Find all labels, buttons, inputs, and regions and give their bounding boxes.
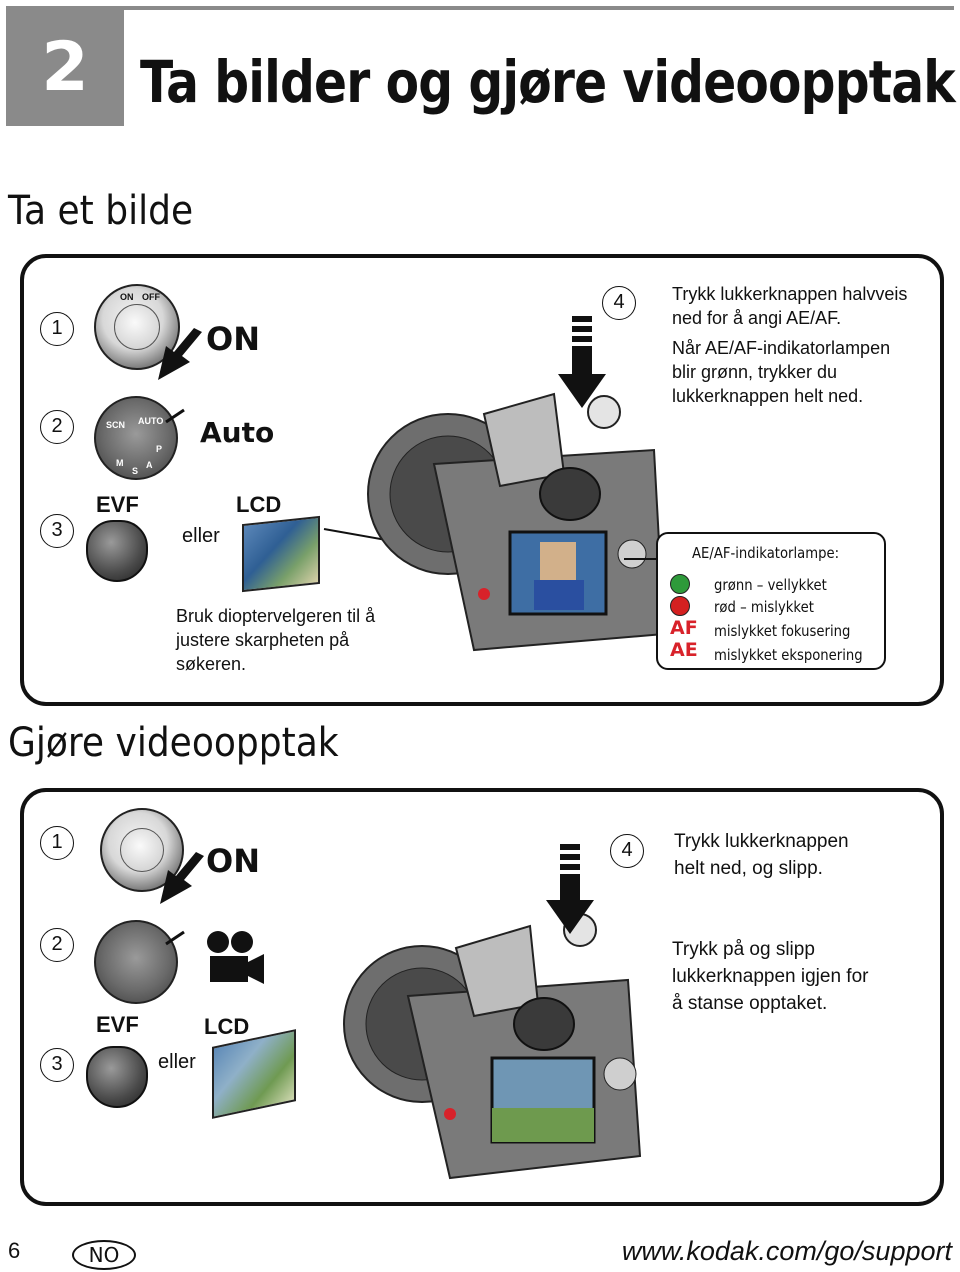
video-step-4-line-2: helt ned, og slipp. <box>674 858 823 879</box>
video-lcd-label: LCD <box>204 1014 250 1039</box>
photo-steps-panel: 1 ON OFF ON 2 AUTO SCN P A S M Auto 3 EV… <box>20 254 944 706</box>
video-step-4-stop-line-1: Trykk på og slipp <box>672 939 815 960</box>
video-evf-eyepiece-icon <box>86 1046 148 1108</box>
evf-label: EVF <box>96 492 139 517</box>
diopter-note-line-1: Bruk dioptervelgeren til å <box>176 606 376 626</box>
step-2-auto-label: Auto <box>200 416 275 449</box>
press-arrow-icon <box>558 316 606 408</box>
video-camera-back-illustration <box>343 913 642 1180</box>
dial-pointer-icon <box>165 408 185 424</box>
video-steps-panel: 1 ON 2 3 EVF eller LCD <box>20 788 944 1206</box>
ae-af-legend: AE/AF-indikatorlampe: grønn – vellykket … <box>656 532 886 670</box>
or-label: eller <box>182 525 220 547</box>
step-4-text: Trykk lukkerknappen halvveis ned for å a… <box>672 282 907 408</box>
rotate-arrow-icon <box>158 328 202 380</box>
legend-red-text: rød – mislykket <box>714 598 814 616</box>
legend-pointer-line <box>624 558 674 560</box>
diopter-note: Bruk dioptervelgeren til å justere skarp… <box>176 604 375 676</box>
mode-p-label: P <box>156 444 163 454</box>
video-step-4-text: Trykk lukkerknappen helt ned, og slipp. <box>674 828 849 882</box>
mode-dial-icon: AUTO SCN P A S M <box>94 396 178 480</box>
mode-auto-label: AUTO <box>138 416 164 426</box>
af-indicator-icon: AF <box>670 617 698 639</box>
video-camera-icon <box>207 931 264 984</box>
video-power-dial-icon <box>100 808 184 892</box>
chapter-number-box: 2 <box>6 6 124 126</box>
header-rule <box>124 6 954 10</box>
step-1-on-label: ON <box>206 320 260 358</box>
legend-title: AE/AF-indikatorlampe: <box>692 544 840 562</box>
video-lcd-screen-thumbnail <box>212 1029 296 1119</box>
step-1-number: 1 <box>40 312 74 346</box>
green-led-icon <box>670 574 690 594</box>
camera-back-illustration <box>367 392 666 652</box>
video-rotate-arrow-icon <box>160 852 204 904</box>
step-4-line-3: Når AE/AF-indikatorlampen <box>672 338 891 358</box>
page-title: Ta bilder og gjøre videoopptak <box>140 48 956 116</box>
mode-a-label: A <box>146 460 153 470</box>
red-led-icon <box>670 596 690 616</box>
video-step-4-stop-line-3: å stanse opptaket. <box>672 993 828 1014</box>
dial-on-label: ON <box>120 292 134 302</box>
video-step-3-number: 3 <box>40 1048 74 1082</box>
video-evf-label: EVF <box>96 1012 139 1037</box>
video-step-2-number: 2 <box>40 928 74 962</box>
step-4-line-2: ned for å angi AE/AF. <box>672 308 842 328</box>
diopter-note-line-2: justere skarpheten på <box>176 630 350 650</box>
legend-ae-text: mislykket eksponering <box>714 646 863 664</box>
section-title-photo: Ta et bilde <box>8 188 194 234</box>
step-3-number: 3 <box>40 514 74 548</box>
step-4-number: 4 <box>602 286 636 320</box>
video-step-1-on-label: ON <box>206 842 260 880</box>
lcd-screen-thumbnail <box>242 515 320 593</box>
diopter-note-line-3: søkeren. <box>176 654 247 674</box>
mode-scn-label: SCN <box>106 420 126 430</box>
video-mode-dial-icon <box>94 920 178 1004</box>
video-step-1-number: 1 <box>40 826 74 860</box>
evf-eyepiece-icon <box>86 520 148 582</box>
legend-green-text: grønn – vellykket <box>714 576 827 594</box>
mode-s-label: S <box>132 466 139 476</box>
video-step-4-number: 4 <box>610 834 644 868</box>
legend-af-text: mislykket fokusering <box>714 622 851 640</box>
step-2-number: 2 <box>40 410 74 444</box>
video-press-arrow-icon <box>546 844 594 934</box>
support-url[interactable]: www.kodak.com/go/support <box>621 1236 952 1266</box>
section-title-video: Gjøre videoopptak <box>8 720 339 766</box>
video-step-4-stop-line-2: lukkerknappen igjen for <box>672 966 869 987</box>
step-4-line-1: Trykk lukkerknappen halvveis <box>672 284 908 304</box>
dial-off-label: OFF <box>142 292 160 302</box>
video-dial-pointer-icon <box>165 930 185 946</box>
step-4-line-5: lukkerknappen helt ned. <box>672 386 864 406</box>
video-step-4-stop-text: Trykk på og slipp lukkerknappen igjen fo… <box>672 936 868 1017</box>
step-4-line-4: blir grønn, trykker du <box>672 362 838 382</box>
video-step-4-line-1: Trykk lukkerknappen <box>674 831 849 852</box>
page-number: 6 <box>8 1238 21 1263</box>
mode-m-label: M <box>116 458 124 468</box>
chapter-number: 2 <box>41 28 89 107</box>
language-badge: NO <box>72 1240 136 1270</box>
video-or-label: eller <box>158 1051 196 1073</box>
lcd-label: LCD <box>236 492 282 517</box>
ae-indicator-icon: AE <box>670 639 698 661</box>
power-dial-icon: ON OFF <box>94 284 180 370</box>
